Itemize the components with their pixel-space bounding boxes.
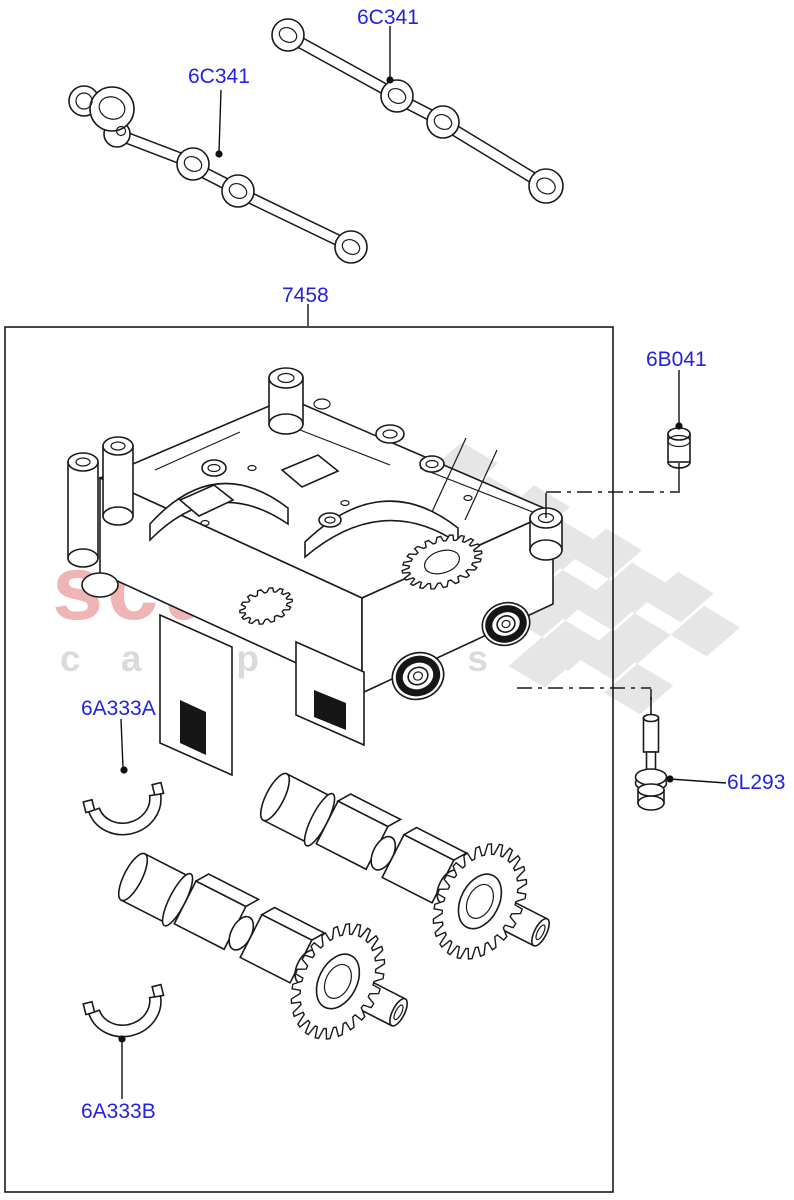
part-label-gasket-left[interactable]: 6C341 [188, 65, 250, 88]
assembly-axis-lines [517, 463, 680, 700]
callout-leader-lines [118, 26, 727, 1099]
part-label-bearing-upper[interactable]: 6A333A [81, 697, 156, 720]
gasket-left-drawing [68, 85, 368, 264]
part-label-bolt[interactable]: 6L293 [727, 771, 786, 794]
part-label-bearing-lower[interactable]: 6A333B [81, 1100, 156, 1123]
part-label-dowel-pin[interactable]: 6B041 [646, 348, 707, 371]
bearing-shell-upper-drawing [82, 781, 172, 844]
dowel-pin-drawing [667, 427, 691, 469]
gasket-right-drawing [271, 18, 564, 204]
bearing-shell-lower-drawing [82, 983, 172, 1046]
part-label-assembly[interactable]: 7458 [282, 284, 329, 307]
assembly-frame-box [4, 326, 614, 1193]
balancer-housing-drawing [67, 367, 563, 777]
bolt-drawing [634, 697, 668, 811]
part-label-gasket-right[interactable]: 6C341 [357, 6, 419, 29]
